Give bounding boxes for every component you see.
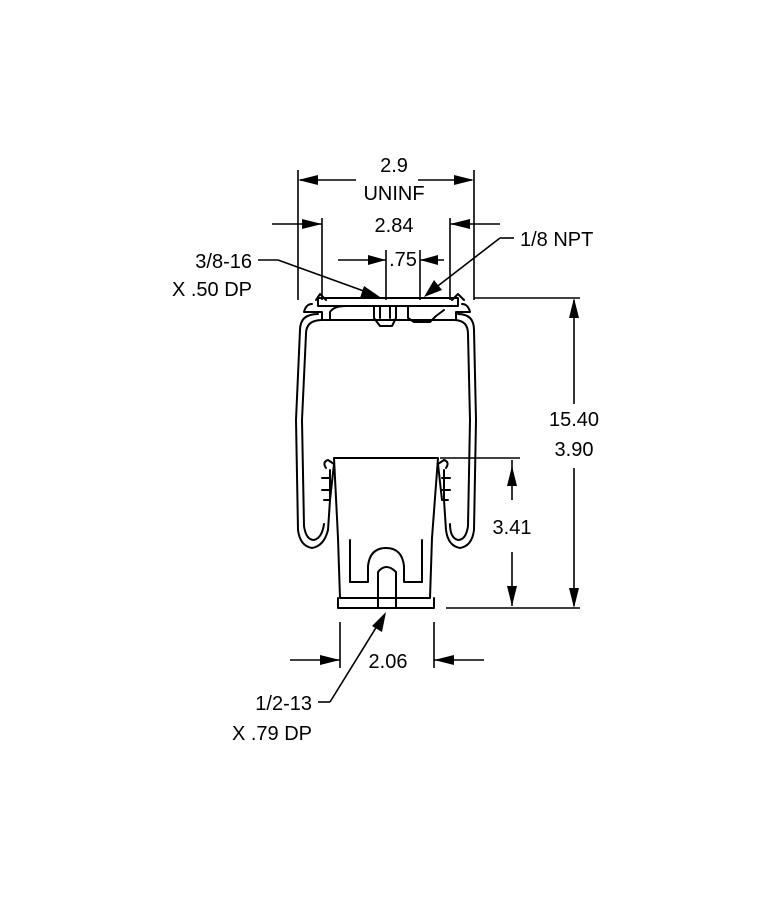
callout-bottom-tap-line1: 1/2-13 bbox=[255, 693, 312, 715]
dimension-piston-height-value: 3.41 bbox=[493, 517, 532, 539]
dimension-top-uninf-label: UNINF bbox=[363, 183, 424, 205]
callout-top-tap-leader bbox=[258, 259, 380, 298]
piston bbox=[321, 457, 451, 609]
dimension-piston-height bbox=[440, 457, 520, 606]
dimension-piston-width bbox=[290, 622, 484, 668]
dimension-bolt-spacing bbox=[338, 250, 444, 300]
dimension-top-plate-value: 2.84 bbox=[375, 215, 414, 237]
dimension-top-overall bbox=[297, 170, 475, 300]
dimension-overall-height bbox=[446, 297, 580, 609]
dimension-height-value-b: 3.90 bbox=[555, 439, 594, 461]
dimension-piston-width-value: 2.06 bbox=[369, 651, 408, 673]
callout-top-tap-line2: X .50 DP bbox=[172, 279, 252, 301]
callout-air-fitting: 1/8 NPT bbox=[520, 229, 593, 251]
bellows bbox=[295, 313, 477, 549]
callout-top-tap-line1: 3/8-16 bbox=[195, 251, 252, 273]
dimension-height-value-a: 15.40 bbox=[549, 409, 599, 431]
bead-plate bbox=[303, 293, 471, 327]
callout-bottom-tap-line2: X .79 DP bbox=[232, 723, 312, 745]
dimension-top-plate bbox=[272, 218, 500, 300]
dimension-top-overall-value: 2.9 bbox=[380, 155, 408, 177]
dimension-bolt-spacing-value: .75 bbox=[389, 249, 417, 271]
callout-air-fitting-leader bbox=[424, 237, 514, 297]
callout-bottom-tap-leader bbox=[318, 612, 386, 703]
